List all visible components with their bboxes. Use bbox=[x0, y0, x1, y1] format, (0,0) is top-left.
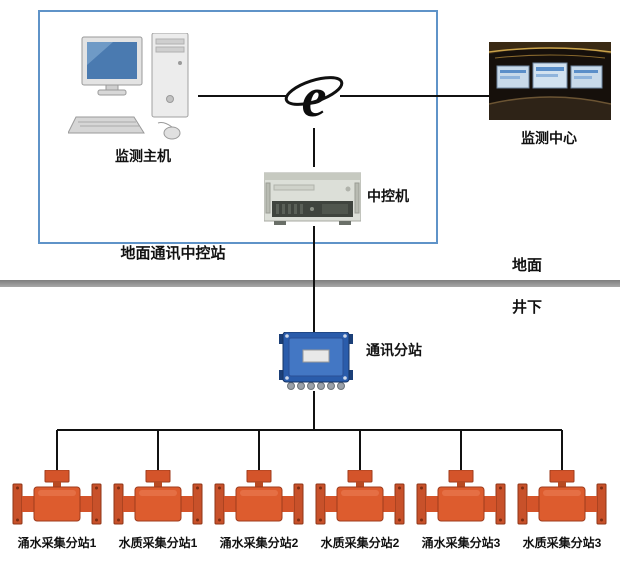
ground-station-label: 地面通讯中控站 bbox=[120, 245, 226, 262]
monitor-host-node bbox=[67, 32, 200, 145]
central-control-node bbox=[263, 167, 362, 226]
monitor-center-node bbox=[488, 42, 612, 120]
flow-sensor-icon bbox=[315, 470, 405, 525]
surface-label: 地面 bbox=[512, 257, 543, 274]
underground-label: 井下 bbox=[512, 299, 543, 316]
monitor-center-label: 监测中心 bbox=[521, 130, 577, 146]
collector-label: 涌水采集分站1 bbox=[17, 536, 97, 550]
junction-box-icon bbox=[279, 331, 353, 390]
comm-substation-label: 通讯分站 bbox=[366, 342, 422, 358]
comm-substation-node bbox=[279, 331, 353, 391]
collector-node-3: 涌水采集分站2 bbox=[207, 470, 311, 558]
internet-node: e bbox=[284, 64, 344, 129]
collector-label: 水质采集分站3 bbox=[522, 536, 602, 550]
collector-label: 涌水采集分站2 bbox=[219, 536, 299, 550]
collector-label: 涌水采集分站3 bbox=[421, 536, 501, 550]
collector-label: 水质采集分站2 bbox=[320, 536, 400, 550]
flow-sensor-icon bbox=[12, 470, 102, 525]
flow-sensor-icon bbox=[416, 470, 506, 525]
collector-node-2: 水质采集分站1 bbox=[106, 470, 210, 558]
collector-label: 水质采集分站1 bbox=[118, 536, 198, 550]
control-room-photo bbox=[488, 42, 612, 120]
ground-station-frame bbox=[38, 10, 438, 244]
collector-node-5: 涌水采集分站3 bbox=[409, 470, 513, 558]
rack-server-icon bbox=[263, 172, 362, 225]
flow-sensor-icon bbox=[214, 470, 304, 525]
collector-node-6: 水质采集分站3 bbox=[510, 470, 614, 558]
flow-sensor-icon bbox=[113, 470, 203, 525]
monitor-host-label: 监测主机 bbox=[115, 148, 171, 164]
flow-sensor-icon bbox=[517, 470, 607, 525]
surface-divider-bar bbox=[0, 280, 620, 287]
collector-node-1: 涌水采集分站1 bbox=[5, 470, 109, 558]
internet-e-icon: e bbox=[284, 67, 344, 129]
desktop-computer-icon bbox=[67, 32, 189, 140]
central-control-label: 中控机 bbox=[367, 188, 409, 204]
collector-node-4: 水质采集分站2 bbox=[308, 470, 412, 558]
